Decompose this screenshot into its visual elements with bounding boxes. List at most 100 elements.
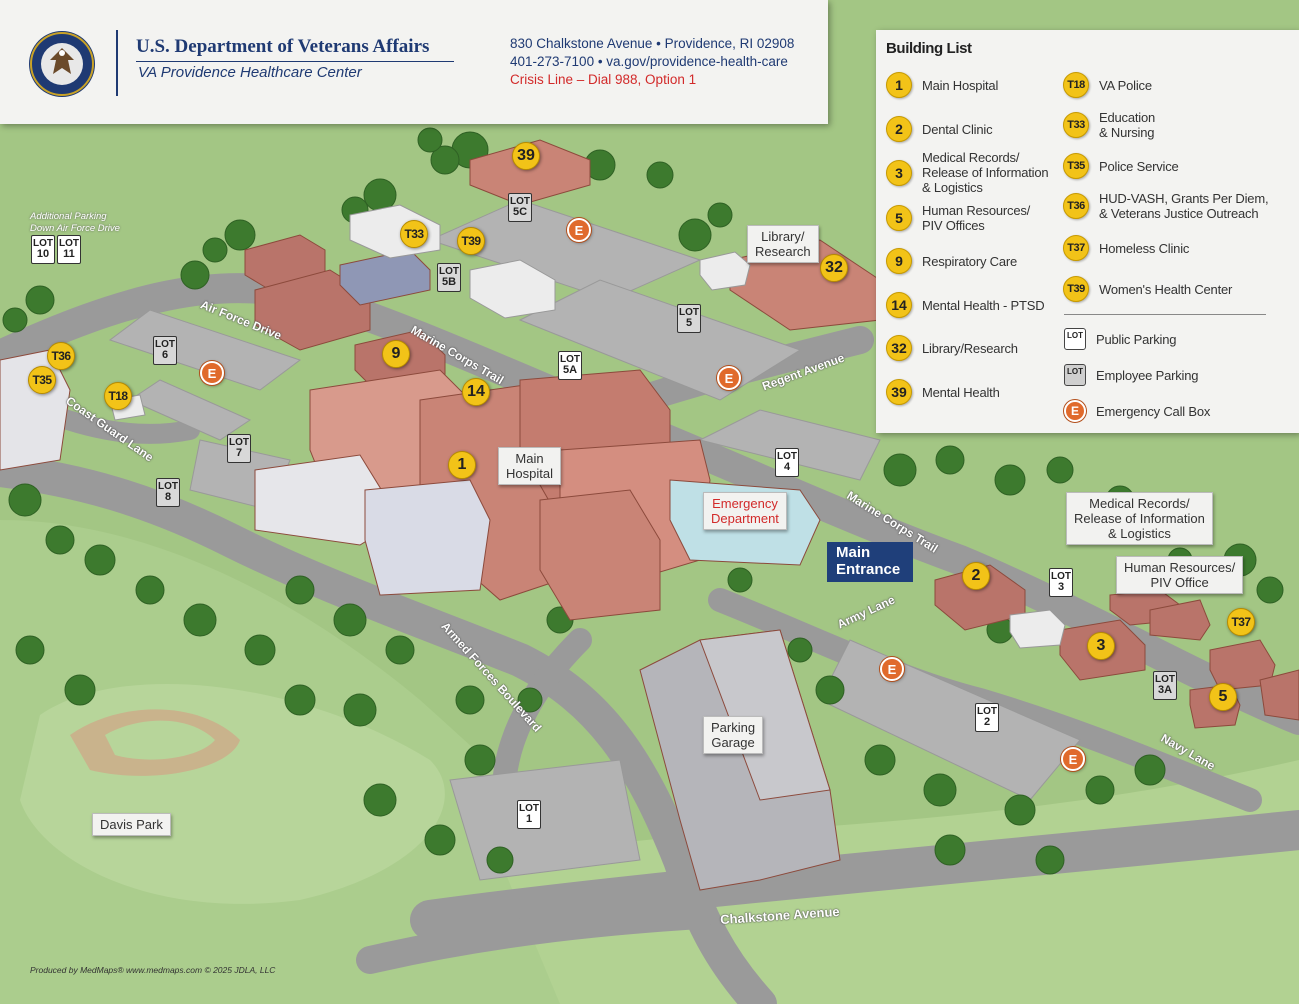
phone-website: 401-273-7100 • va.gov/providence-health-…	[510, 54, 788, 69]
lot-number: 10	[36, 248, 50, 260]
marker-t18[interactable]: T18	[104, 382, 132, 410]
crisis-line: Crisis Line – Dial 988, Option 1	[510, 72, 697, 87]
address: 830 Chalkstone Avenue • Providence, RI 0…	[510, 36, 795, 51]
lot-label: LOT	[510, 196, 530, 207]
building-marker-icon: 1	[886, 72, 912, 98]
legend-label: Mental Health	[922, 384, 1000, 400]
building-marker-icon: 14	[886, 292, 912, 318]
lot-number: 1	[525, 813, 533, 825]
emergency-call-box-icon: E	[1064, 400, 1086, 422]
legend-label: Respiratory Care	[922, 253, 1018, 269]
marker-t35[interactable]: T35	[28, 366, 56, 394]
legend-item-2: 2 Dental Clinic	[886, 116, 993, 142]
legend-label: Homeless Clinic	[1099, 240, 1190, 256]
building-marker-icon: T36	[1063, 193, 1089, 219]
lot-label: LOT	[59, 238, 79, 249]
lot-label: LOT	[155, 339, 175, 350]
building-marker-icon: T33	[1063, 112, 1089, 138]
organization-underline	[136, 61, 454, 62]
lot-label: LOT	[439, 266, 459, 277]
lot-label: LOT	[560, 354, 580, 365]
marker-5[interactable]: 5	[1209, 683, 1237, 711]
emergency-call-box[interactable]: E	[880, 657, 904, 681]
marker-t39[interactable]: T39	[457, 227, 485, 255]
legend-label: Mental Health - PTSD	[922, 297, 1045, 313]
marker-2[interactable]: 2	[962, 562, 990, 590]
callout-medical-records: Medical Records/ Release of Information …	[1066, 492, 1213, 545]
legend-label: Education & Nursing	[1099, 110, 1156, 140]
legend-label: VA Police	[1099, 77, 1152, 93]
lot-number: 5B	[441, 276, 457, 288]
marker-t36[interactable]: T36	[47, 342, 75, 370]
legend-item-t35: T35 Police Service	[1063, 153, 1179, 179]
marker-1[interactable]: 1	[448, 451, 476, 479]
legend-label: Employee Parking	[1096, 367, 1199, 383]
marker-t33[interactable]: T33	[400, 220, 428, 248]
public-parking-icon: LOT	[1064, 328, 1086, 350]
emergency-call-box[interactable]: E	[717, 366, 741, 390]
legend-label: Police Service	[1099, 158, 1179, 174]
marker-32[interactable]: 32	[820, 254, 848, 282]
marker-t37[interactable]: T37	[1227, 608, 1255, 636]
lot-label: LOT	[679, 307, 699, 318]
lot-number: 5	[685, 317, 693, 329]
lot-label: LOT	[1051, 571, 1071, 582]
lot-label: LOT	[777, 451, 797, 462]
emergency-call-box[interactable]: E	[567, 218, 591, 242]
lot-number: 4	[783, 461, 791, 473]
emergency-call-box[interactable]: E	[1061, 747, 1085, 771]
lot-label: LOT	[158, 481, 178, 492]
legend-divider	[1064, 314, 1266, 315]
legend-label: Dental Clinic	[922, 121, 993, 137]
legend-item-t36: T36 HUD-VASH, Grants Per Diem, & Veterans…	[1063, 191, 1269, 221]
legend-item-3: 3 Medical Records/ Release of Information…	[886, 150, 1049, 195]
callout-emergency-department: Emergency Department	[703, 492, 787, 530]
callout-main-hospital: Main Hospital	[498, 447, 561, 485]
marker-3[interactable]: 3	[1087, 632, 1115, 660]
legend-item-39: 39 Mental Health	[886, 379, 1000, 405]
building-marker-icon: T35	[1063, 153, 1089, 179]
building-marker-icon: 3	[886, 159, 912, 186]
marker-39[interactable]: 39	[512, 142, 540, 170]
building-marker-icon: 39	[886, 379, 912, 405]
legend-item-t33: T33 Education & Nursing	[1063, 110, 1155, 140]
lot-label: LOT	[229, 437, 249, 448]
building-marker-icon: 32	[886, 335, 912, 361]
organization-name: U.S. Department of Veterans Affairs	[136, 36, 430, 57]
callout-library-research: Library/ Research	[747, 225, 819, 263]
emergency-call-box[interactable]: E	[200, 361, 224, 385]
header-divider	[116, 30, 118, 96]
lot-number: 11	[63, 248, 75, 260]
lot-number: 6	[161, 349, 169, 361]
callout-main-entrance[interactable]: Main Entrance	[827, 542, 913, 582]
legend-label: HUD-VASH, Grants Per Diem, & Veterans Ju…	[1099, 191, 1269, 221]
lot-number: 3A	[1157, 684, 1173, 696]
marker-14[interactable]: 14	[462, 378, 490, 406]
legend-label: Medical Records/ Release of Information …	[922, 150, 1049, 195]
building-marker-icon: 2	[886, 116, 912, 142]
building-marker-icon: 5	[886, 205, 912, 231]
lot-number: 2	[983, 716, 991, 728]
marker-9[interactable]: 9	[382, 340, 410, 368]
